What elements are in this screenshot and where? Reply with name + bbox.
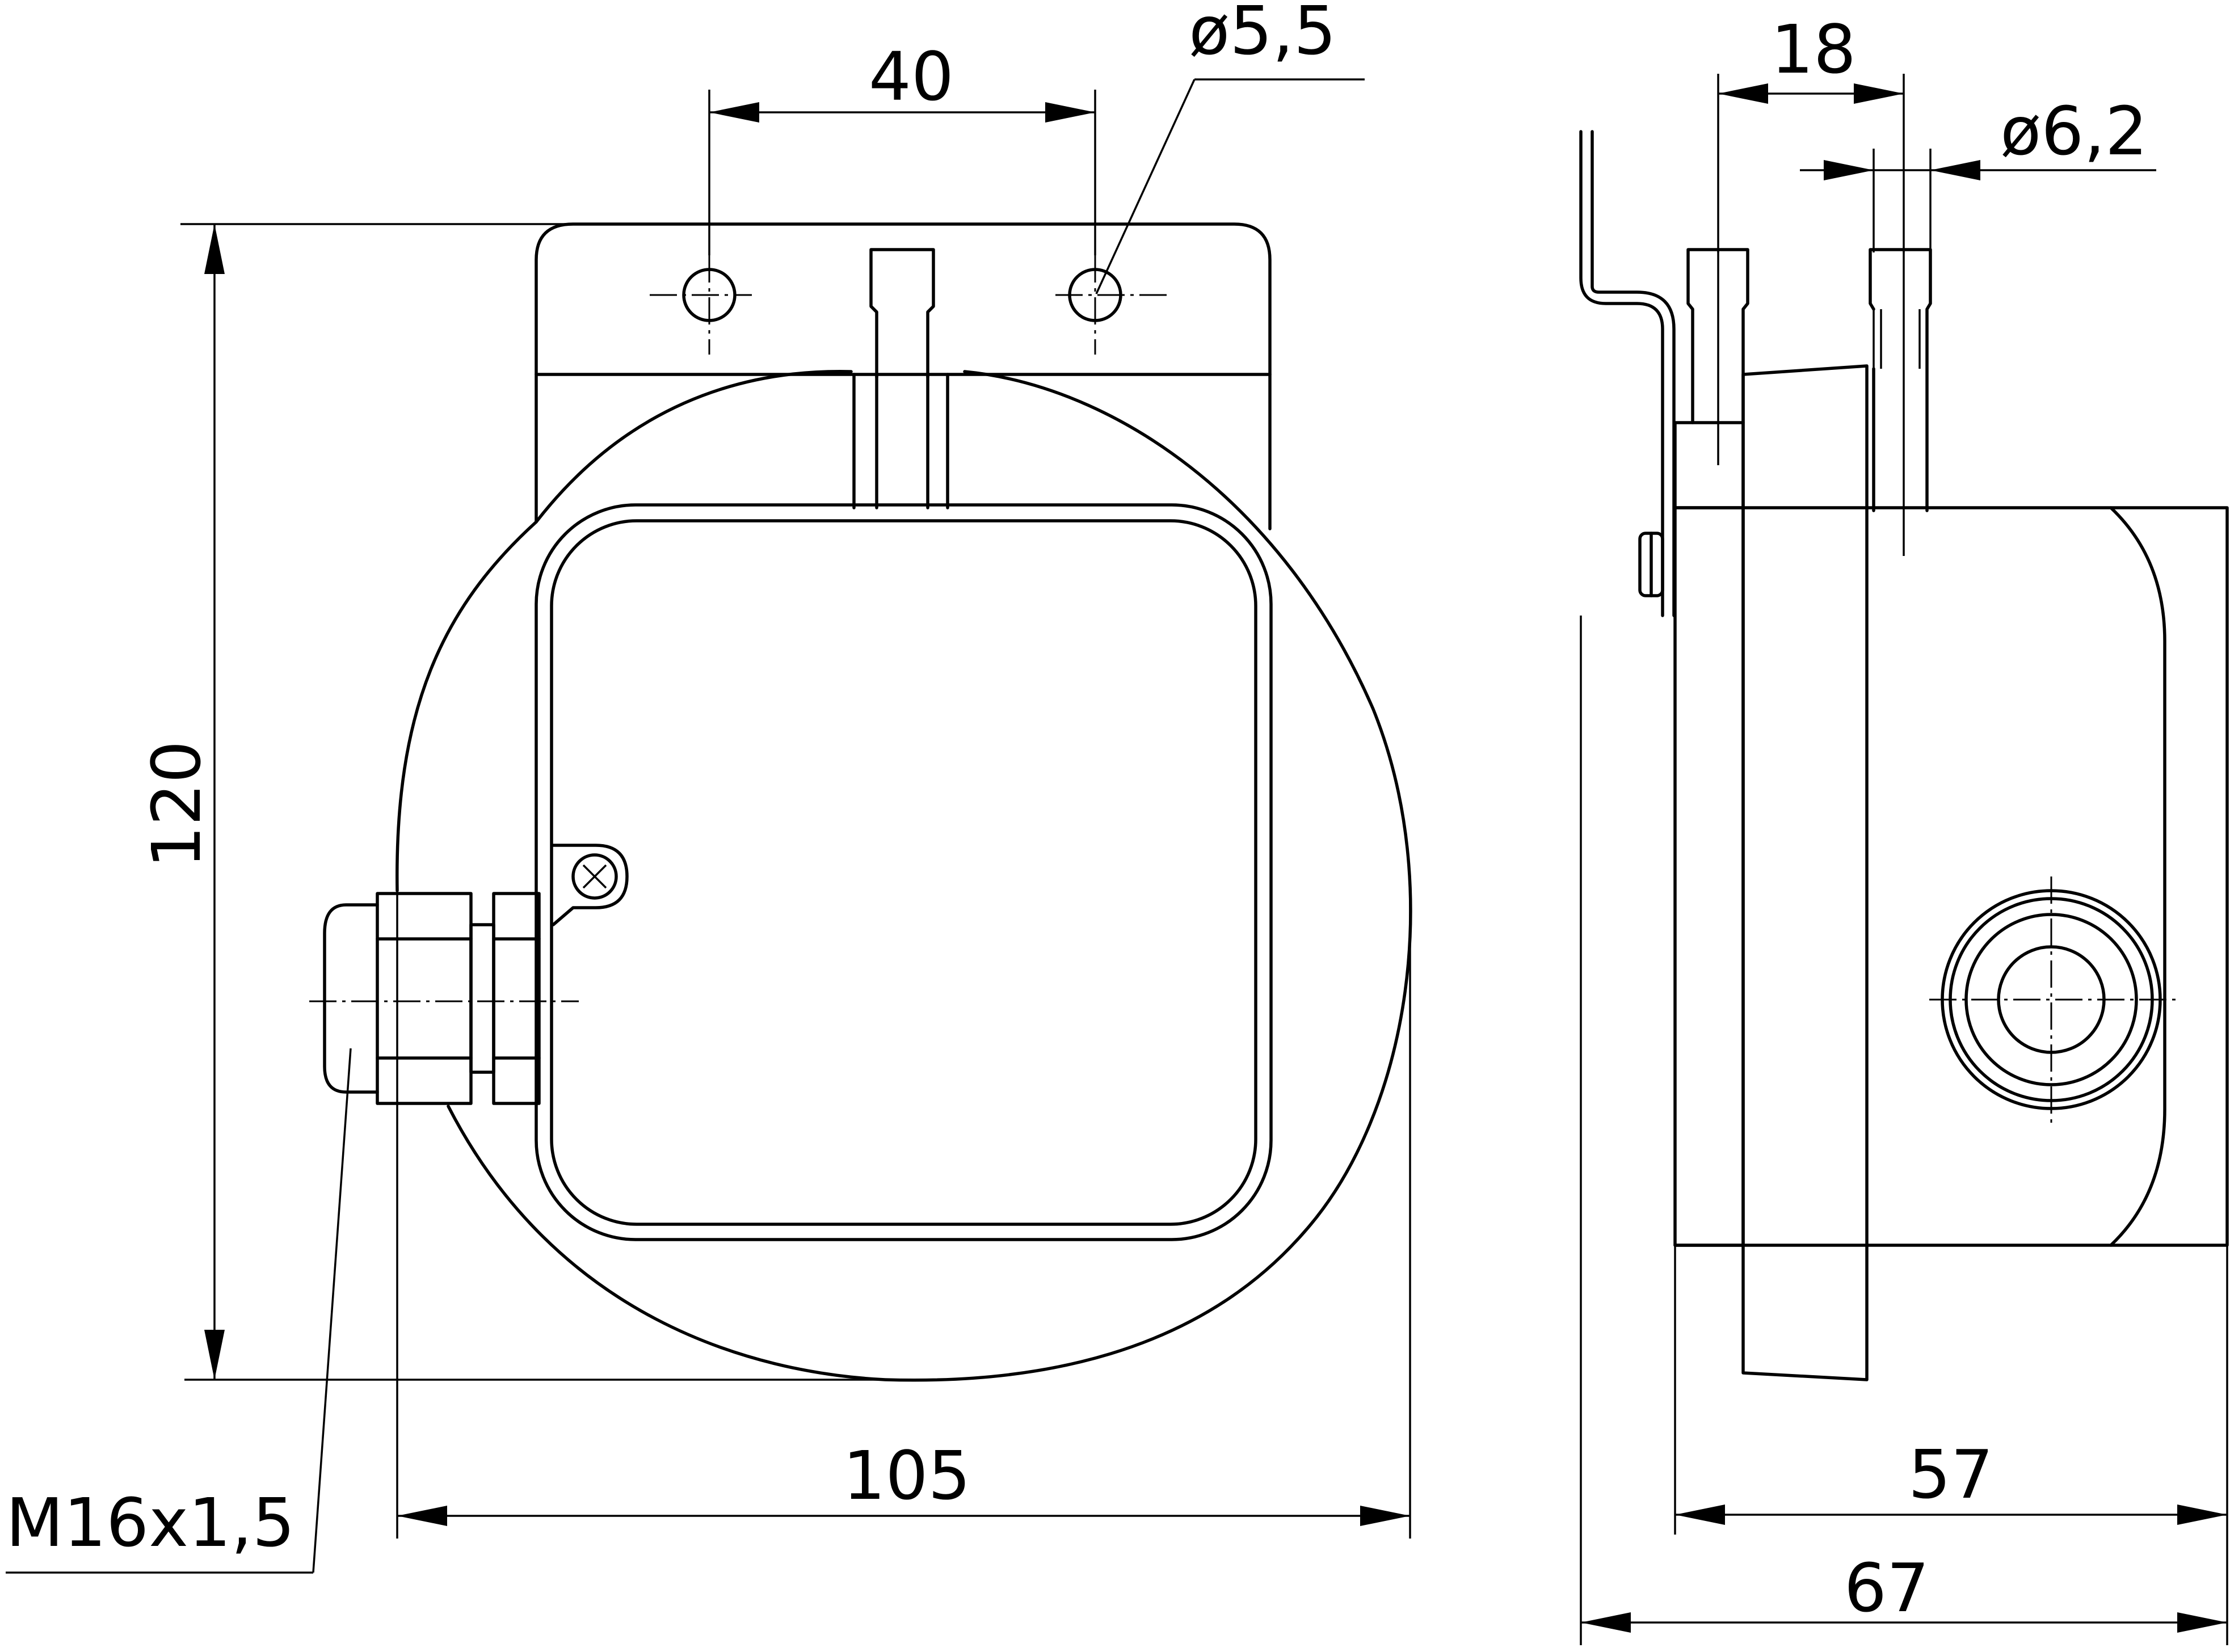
cable-gland-nut [376, 892, 473, 1105]
thread-label: M16x1,5 [6, 1484, 294, 1562]
gland-end-inner-ring [1964, 913, 2138, 1086]
dim-67-arrow-right [2177, 1612, 2227, 1633]
front-cover-rounded-edge [2109, 506, 2166, 1247]
dim-nozzle-arrow-right [1930, 160, 1980, 180]
dim-nozzle-label: ø6,2 [2000, 92, 2148, 170]
tapered-housing-plate [1741, 364, 1869, 1381]
dim-67-arrow-left [1581, 1612, 1631, 1633]
dim-nozzle-arrow-left [1824, 160, 1874, 180]
pressure-nozzle [869, 248, 935, 379]
dim-57-arrow-right [2177, 1504, 2227, 1525]
cover-screw-tab [552, 844, 629, 926]
cable-gland-neck [469, 923, 495, 1074]
dim-120-arrow-top [204, 224, 225, 274]
front-view [309, 222, 1412, 1382]
hole-dia-label: ø5,5 [1189, 0, 1336, 70]
hole-dia-leader [1095, 79, 1196, 294]
side-dimensions: 18 ø6,2 57 67 [1580, 10, 2228, 1645]
dim-18-arrow-right [1854, 83, 1904, 104]
cable-gland-body [492, 892, 541, 1105]
dim-40-arrow-left [709, 102, 759, 123]
housing-cover-outer [535, 503, 1273, 1241]
rear-housing-block [1673, 421, 1745, 1247]
dim-105-label: 105 [843, 1436, 970, 1515]
thread-leader [312, 1048, 352, 1573]
dim-105-arrow-left [397, 1506, 447, 1526]
dim-40-label: 40 [869, 37, 954, 116]
side-nozzle-right [1869, 248, 1932, 512]
front-dimensions: 40 ø5,5 120 105 M16x1,5 [6, 0, 1411, 1574]
mounting-bracket [535, 222, 1272, 530]
dim-18-arrow-left [1718, 83, 1768, 104]
cable-gland-cap [323, 903, 379, 1094]
dim-57-arrow-left [1675, 1504, 1725, 1525]
cover-screw-icon [571, 853, 618, 900]
side-mounting-bracket-inner [1591, 130, 1676, 617]
dim-67-label: 67 [1844, 1549, 1929, 1627]
side-view [1579, 130, 2229, 1381]
dim-57-label: 57 [1908, 1435, 1993, 1514]
dim-105-arrow-right [1360, 1506, 1410, 1526]
housing-cover-inner [550, 519, 1257, 1226]
screw-cross-b [582, 864, 607, 889]
dim-120-label: 120 [137, 740, 216, 868]
dim-18-label: 18 [1771, 10, 1856, 88]
dim-40-arrow-right [1045, 102, 1095, 123]
round-housing [395, 370, 1412, 1382]
side-mounting-bracket [1579, 130, 1664, 617]
dim-120-arrow-bottom [204, 1330, 225, 1380]
front-cover-body [1673, 506, 2229, 1247]
